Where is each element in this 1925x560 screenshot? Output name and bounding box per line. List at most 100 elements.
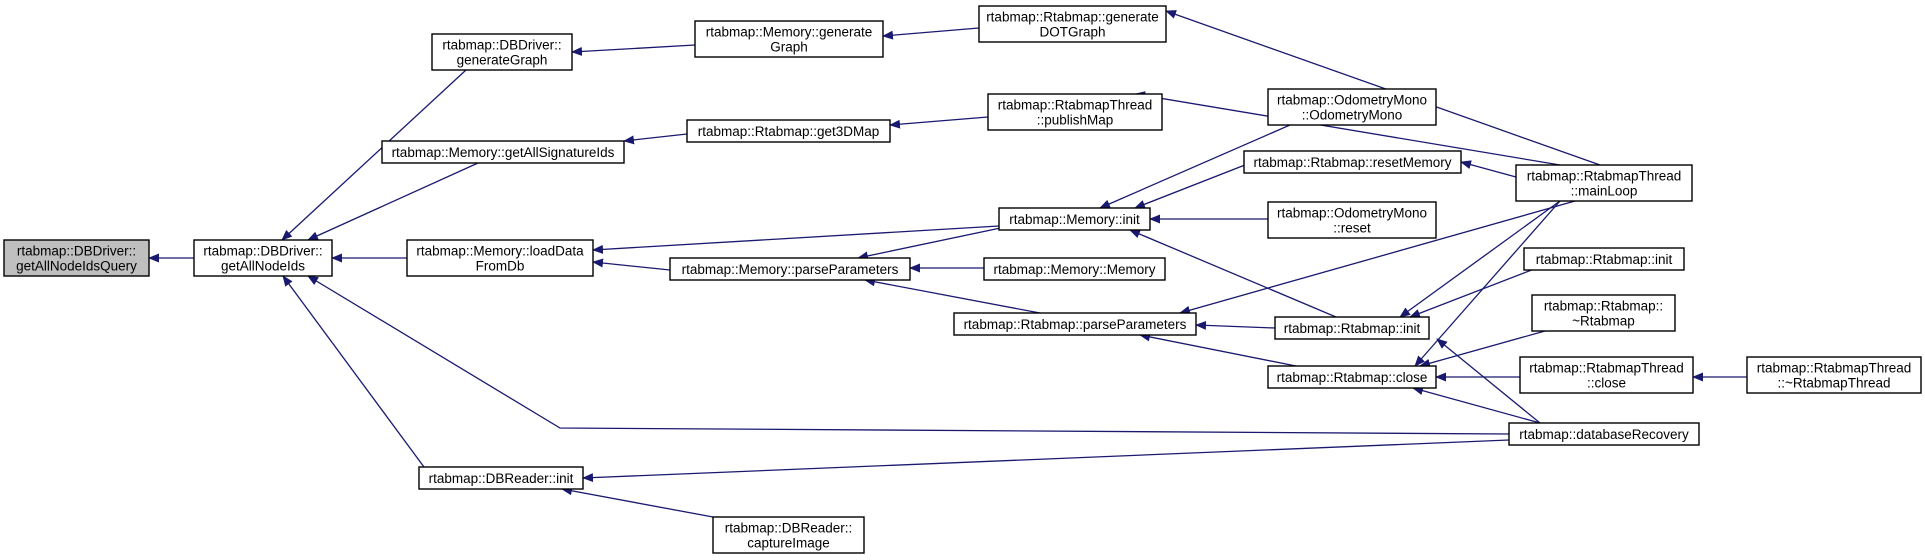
function-node[interactable]: rtabmap::Rtabmap::resetMemory xyxy=(1243,150,1462,174)
node-box xyxy=(1523,247,1685,271)
node-box xyxy=(712,516,865,554)
function-node[interactable]: rtabmap::DBReader::init xyxy=(418,466,584,490)
call-edge xyxy=(889,116,989,129)
function-node[interactable]: rtabmap::Memory::getAllSignatureIds xyxy=(381,140,625,164)
node-box xyxy=(3,239,150,277)
node-label: rtabmap::DBDriver:: xyxy=(17,244,136,259)
node-label: rtabmap::Memory::init xyxy=(1009,212,1140,227)
call-edge xyxy=(1099,124,1291,209)
call-edge xyxy=(623,133,688,145)
node-label: rtabmap::Rtabmap::resetMemory xyxy=(1253,155,1451,170)
node-label: DOTGraph xyxy=(1039,25,1105,40)
node-label: rtabmap::Memory::generate xyxy=(706,25,873,40)
node-label: rtabmap::DBReader::init xyxy=(429,471,574,486)
call-edge xyxy=(1436,338,1541,424)
node-label: ::OdometryMono xyxy=(1302,108,1403,123)
node-box xyxy=(987,93,1163,131)
call-edge xyxy=(1419,330,1546,368)
node-label: rtabmap::databaseRecovery xyxy=(1519,427,1689,442)
node-box xyxy=(1274,316,1430,340)
node-label: ::close xyxy=(1587,376,1626,391)
function-node[interactable]: rtabmap::RtabmapThread::close xyxy=(1519,356,1694,394)
function-node[interactable]: rtabmap::Rtabmap::init xyxy=(1523,247,1685,271)
node-label: rtabmap::OdometryMono xyxy=(1277,93,1427,108)
call-edge xyxy=(1134,91,1561,166)
function-node[interactable]: rtabmap::Rtabmap::close xyxy=(1267,365,1437,389)
function-node[interactable]: rtabmap::RtabmapThread::mainLoop xyxy=(1515,164,1693,202)
node-label: rtabmap::RtabmapThread xyxy=(1529,361,1684,376)
function-node[interactable]: rtabmap::OdometryMono::reset xyxy=(1267,201,1437,239)
node-box xyxy=(193,239,333,277)
call-edge xyxy=(864,277,1041,314)
node-label: rtabmap::Memory::parseParameters xyxy=(682,262,899,277)
function-node[interactable]: rtabmap::Memory::generateGraph xyxy=(694,20,884,58)
call-edge xyxy=(1139,332,1297,367)
function-node[interactable]: rtabmap::Memory::init xyxy=(998,207,1151,231)
node-label: rtabmap::Rtabmap::get3DMap xyxy=(698,124,880,139)
call-edge xyxy=(857,225,1011,261)
node-label: rtabmap::Rtabmap:: xyxy=(1544,299,1663,314)
call-edge xyxy=(582,439,1510,483)
function-node[interactable]: rtabmap::DBDriver::getAllNodeIds xyxy=(193,239,333,277)
call-edge xyxy=(592,258,671,271)
node-label: getAllNodeIds xyxy=(221,259,305,274)
node-box xyxy=(431,33,573,71)
node-label: getAllNodeIdsQuery xyxy=(16,259,137,274)
node-label: rtabmap::Rtabmap::close xyxy=(1277,370,1428,385)
node-label: rtabmap::RtabmapThread xyxy=(998,98,1153,113)
call-edge xyxy=(1129,229,1337,318)
node-label: rtabmap::DBDriver:: xyxy=(203,244,322,259)
function-node[interactable]: rtabmap::Rtabmap::~Rtabmap xyxy=(1531,294,1676,332)
node-box xyxy=(1519,356,1694,394)
node-box xyxy=(381,140,625,164)
node-label: FromDb xyxy=(476,259,525,274)
nodes-layer: rtabmap::DBDriver::getAllNodeIdsQueryrta… xyxy=(3,5,1922,554)
call-edge xyxy=(1179,200,1576,315)
function-node[interactable]: rtabmap::DBDriver::generateGraph xyxy=(431,33,573,71)
node-label: rtabmap::RtabmapThread xyxy=(1757,361,1912,376)
call-edge xyxy=(307,162,479,241)
node-box xyxy=(1746,356,1922,394)
call-edge xyxy=(1412,386,1541,424)
function-node[interactable]: rtabmap::Rtabmap::init xyxy=(1274,316,1430,340)
node-label: rtabmap::Rtabmap::parseParameters xyxy=(964,317,1187,332)
call-edge xyxy=(1165,10,1601,166)
node-box xyxy=(1267,201,1437,239)
function-node[interactable]: rtabmap::Memory::parseParameters xyxy=(669,257,911,281)
node-label: rtabmap::DBDriver:: xyxy=(442,38,561,53)
function-node[interactable]: rtabmap::Rtabmap::parseParameters xyxy=(953,312,1197,336)
call-edge xyxy=(561,486,714,518)
call-edge xyxy=(592,225,1000,254)
node-label: Graph xyxy=(770,40,808,55)
call-edge xyxy=(882,27,980,40)
call-edge xyxy=(281,69,467,241)
node-label: rtabmap::Rtabmap::init xyxy=(1536,252,1673,267)
call-edge xyxy=(1414,200,1561,367)
function-node[interactable]: rtabmap::OdometryMono::OdometryMono xyxy=(1267,88,1437,126)
call-edge xyxy=(571,44,696,56)
call-edge xyxy=(307,275,1510,435)
function-node[interactable]: rtabmap::DBReader::captureImage xyxy=(712,516,865,554)
node-box xyxy=(694,20,884,58)
function-node[interactable]: rtabmap::RtabmapThread::~RtabmapThread xyxy=(1746,356,1922,394)
function-node[interactable]: rtabmap::Rtabmap::get3DMap xyxy=(686,119,891,143)
node-label: rtabmap::Rtabmap::generate xyxy=(986,10,1159,25)
call-edge xyxy=(1195,320,1276,330)
edges-layer xyxy=(148,10,1747,518)
call-edge xyxy=(1134,162,1251,209)
node-box xyxy=(953,312,1197,336)
node-label: captureImage xyxy=(747,536,830,551)
call-edge xyxy=(1399,200,1561,318)
call-edge xyxy=(1460,160,1517,178)
node-box xyxy=(978,5,1167,43)
function-node[interactable]: rtabmap::databaseRecovery xyxy=(1508,422,1700,446)
node-label: rtabmap::Memory::loadData xyxy=(416,244,584,259)
node-label: ::reset xyxy=(1333,221,1371,236)
node-box xyxy=(669,257,911,281)
function-node[interactable]: rtabmap::Memory::Memory xyxy=(983,257,1166,281)
node-label: rtabmap::RtabmapThread xyxy=(1527,169,1682,184)
function-node[interactable]: rtabmap::RtabmapThread::publishMap xyxy=(987,93,1163,131)
